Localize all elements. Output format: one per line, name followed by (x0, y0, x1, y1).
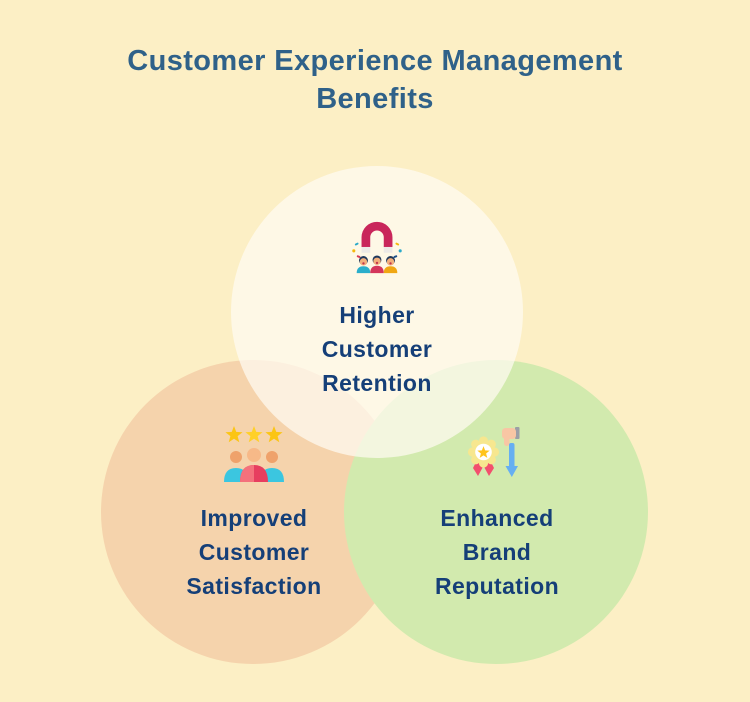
benefit-improved-customer-satisfaction: Improved Customer Satisfaction (142, 424, 366, 603)
star-rating-customers-icon (222, 424, 286, 482)
benefit-label-satisfaction: Improved Customer Satisfaction (186, 505, 322, 599)
benefit-label-reputation: Enhanced Brand Reputation (434, 505, 560, 599)
award-medal-thumbs-down-icon (466, 424, 528, 482)
page-title-line2: Benefits (316, 83, 434, 115)
benefit-enhanced-brand-reputation: Enhanced Brand Reputation (385, 424, 609, 603)
benefit-label-retention: Higher Customer Retention (321, 302, 433, 396)
benefit-higher-customer-retention: Higher Customer Retention (265, 217, 489, 400)
page-title-line1: Customer Experience Management (127, 45, 623, 77)
venn-circle-retention (231, 166, 523, 458)
magnet-attracting-customers-icon (348, 217, 406, 275)
page-title: Customer Experience Management Benefits (0, 42, 750, 118)
